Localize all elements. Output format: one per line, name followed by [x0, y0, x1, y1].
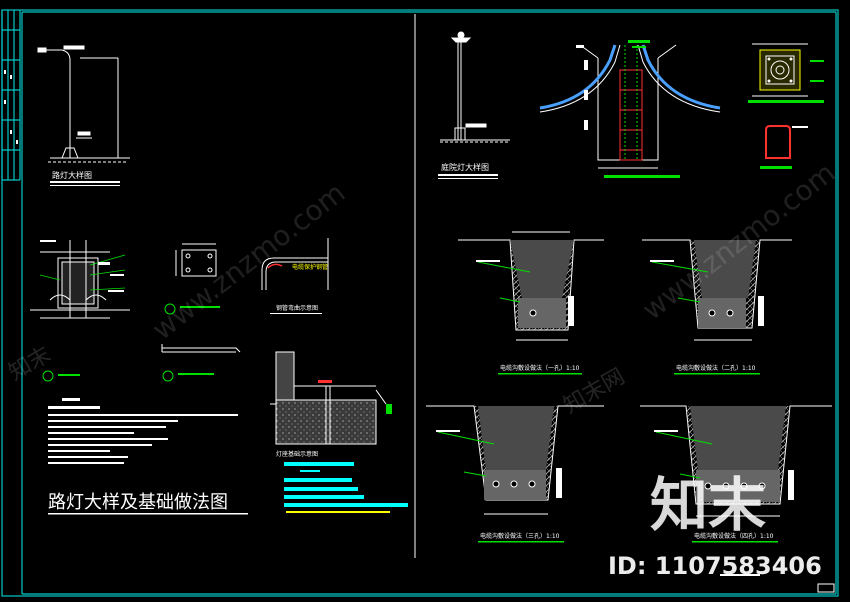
protection-tube-label: 电缆保护钢管 [292, 263, 328, 271]
lamp-base-leaders [39, 254, 126, 291]
trench-1-label: 电缆沟敷设做法（一孔）1:10 [500, 364, 580, 372]
streetlight-underline-2 [50, 185, 120, 186]
pipe-section-detail [760, 125, 808, 169]
drawing-frame [1, 9, 839, 597]
trench-4-underline [692, 541, 778, 543]
courtyard-light-detail-label: 庭院灯大样图 [441, 162, 489, 172]
detail-1-label [58, 374, 80, 376]
trench-4-label: 电缆沟敷设做法（四孔）1:10 [694, 532, 774, 540]
courtyard-light-elevation [440, 31, 510, 143]
bent-pipe-underline [270, 313, 322, 314]
watermark-site-left: www.znzmo.com [146, 176, 351, 347]
detail-marker-1 [42, 370, 54, 382]
watermark-id: ID: 1107583406 [608, 552, 822, 580]
foundation-red-mark [318, 380, 332, 383]
trench-2-underline [674, 373, 760, 375]
courtyard-underline [438, 174, 498, 176]
cable-entry-dim-text [604, 40, 680, 178]
trench-2-label: 电缆沟敷设做法（二孔）1:10 [676, 364, 756, 372]
detail-2-label [180, 306, 220, 308]
bent-pipe-label: 钢管弯曲示意图 [276, 304, 318, 312]
cable-trench-section-1 [458, 231, 604, 341]
detail-marker-3 [162, 370, 174, 382]
bent-pipe-detail [261, 238, 329, 290]
title-underline [48, 513, 248, 515]
detail-marker-2 [164, 303, 176, 315]
pipe-plate-section [161, 344, 241, 353]
main-drawing-title: 路灯大样及基础做法图 [48, 492, 228, 513]
cable-entry-left-dims [576, 45, 588, 130]
watermark-brand: 知末 [650, 471, 766, 539]
legend-note [286, 511, 390, 513]
lamp-base-section [30, 240, 130, 319]
streetlight-underline [50, 181, 120, 183]
cable-trench-section-2 [642, 239, 792, 341]
material-legend [284, 462, 408, 507]
foundation-plan [752, 43, 808, 97]
sheet-caption [720, 574, 760, 576]
anchor-plate-plan [175, 243, 217, 277]
trench-1-underline [498, 373, 582, 375]
courtyard-underline-2 [438, 178, 498, 179]
watermark-small-left: 知末 [5, 342, 56, 386]
trench-3-underline [478, 541, 564, 543]
foundation-plan-labels [748, 60, 824, 103]
streetlight-detail-label: 路灯大样图 [52, 170, 92, 180]
foundation-concrete-section [270, 351, 387, 445]
foundation-section-label: 灯座基础示意图 [276, 450, 318, 458]
title-strip-marks [4, 70, 18, 144]
foundation-marker [386, 404, 392, 414]
watermark-small-center: 知末网 [560, 364, 630, 419]
cable-trench-section-4 [640, 405, 832, 517]
sheet-number-box [817, 583, 835, 593]
trench-3-label: 电缆沟敷设做法（三孔）1:10 [480, 532, 560, 540]
general-notes-block [48, 398, 238, 464]
cable-entry-section [539, 44, 721, 169]
streetlight-elevation [37, 45, 130, 163]
detail-3-label [178, 373, 214, 375]
cable-trench-section-3 [426, 405, 604, 515]
lamp-base-callouts [40, 240, 124, 292]
